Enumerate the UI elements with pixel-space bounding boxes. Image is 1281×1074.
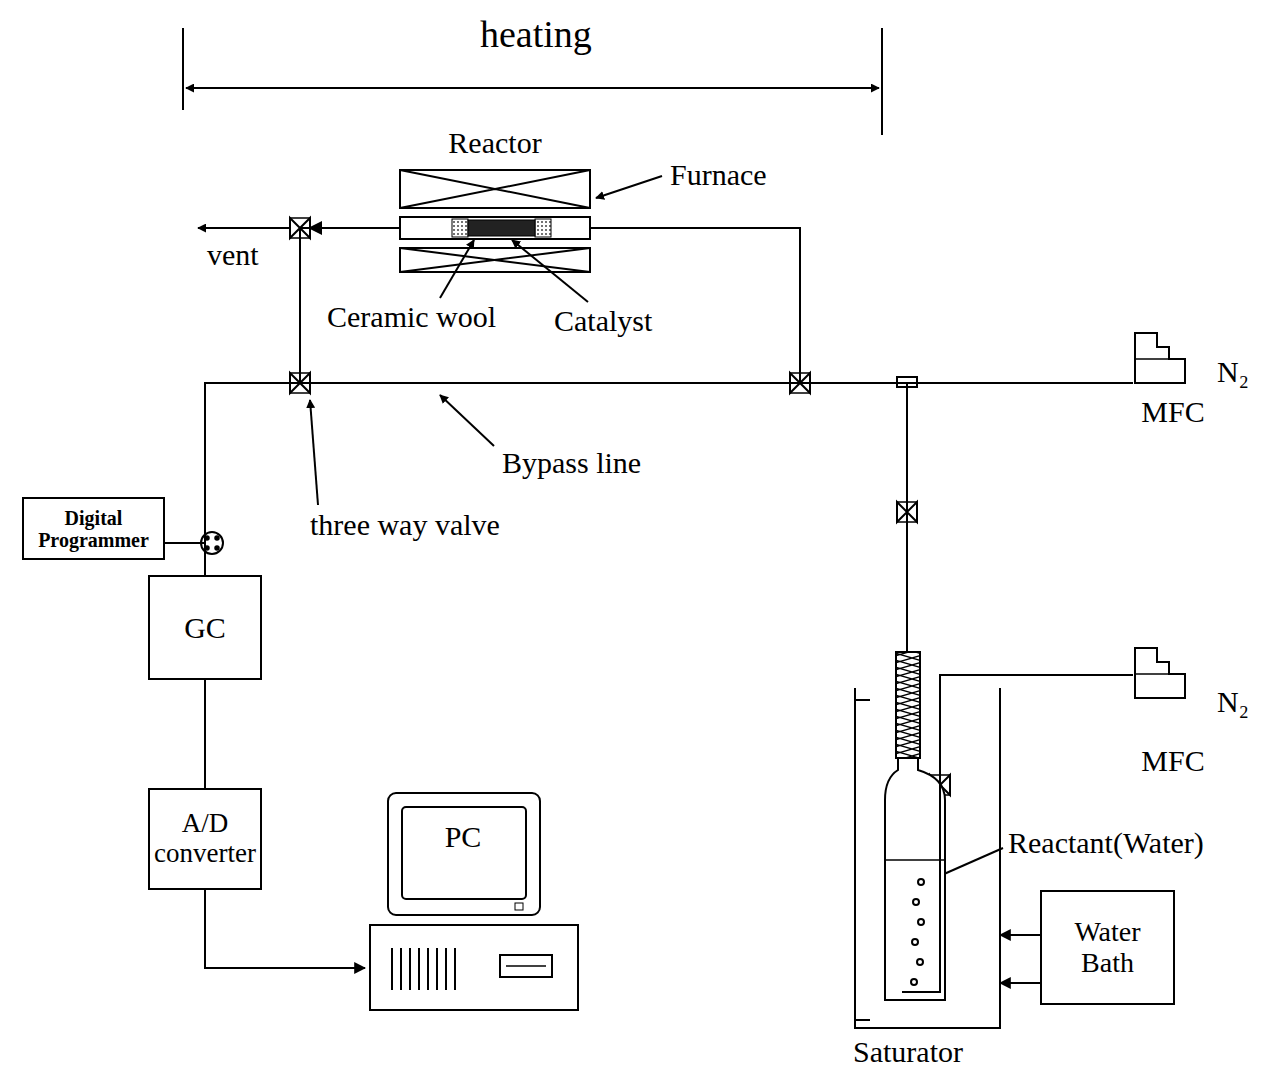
heating-bracket — [186, 87, 879, 89]
mfc-symbol — [1135, 333, 1185, 698]
mass-flow-controller: MFC N₂ — [1133, 325, 1262, 437]
node-text: N₂ — [1217, 685, 1249, 718]
leader-arrow — [198, 227, 290, 229]
furnace — [452, 219, 468, 237]
node-text: N₂ — [1217, 355, 1249, 388]
gc-box: GC — [148, 575, 262, 680]
saturator-drawing — [902, 675, 1000, 992]
node-text: Digital Programmer — [29, 507, 158, 551]
furnace — [400, 170, 590, 208]
furnace — [400, 248, 590, 272]
furnace — [400, 217, 590, 239]
gas-line — [205, 383, 907, 645]
saturator-node: Saturator — [850, 645, 1000, 1074]
leader-arrow — [198, 176, 1003, 878]
part-label: heating — [478, 14, 594, 56]
saturator-drawing — [918, 919, 924, 925]
furnace — [468, 220, 535, 236]
part-label: Catalyst — [552, 304, 654, 337]
computer — [506, 965, 546, 967]
sampling-valve — [215, 546, 219, 550]
furnace — [400, 170, 590, 208]
saturator-drawing — [917, 959, 923, 965]
saturator-drawing — [855, 688, 1000, 1028]
leader-arrow — [440, 240, 474, 298]
mass-flow-controller: MFC N₂ — [1133, 640, 1262, 782]
furnace — [400, 170, 590, 272]
computer-node: PC — [365, 790, 580, 1012]
gas-line — [205, 890, 365, 968]
part-label: vent — [205, 238, 261, 271]
computer — [515, 903, 523, 910]
part-label: Reactant(Water) — [1006, 826, 1206, 859]
computer — [402, 807, 526, 899]
node-text: Water Bath — [1047, 917, 1168, 979]
computer — [392, 948, 455, 990]
leader-arrow — [596, 176, 662, 198]
part-label: Furnace — [668, 158, 769, 191]
saturator-drawing — [885, 859, 945, 861]
reactor-furnace: Reactor — [400, 126, 590, 272]
node-text: A/D converter — [154, 809, 256, 868]
computer — [388, 793, 540, 915]
gas-line — [1000, 934, 1040, 936]
heating-bracket — [881, 28, 883, 135]
gas-line — [1000, 674, 1133, 676]
part-label: Ceramic wool — [325, 300, 498, 333]
saturator-drawing — [855, 645, 1000, 1028]
furnace — [535, 219, 551, 237]
saturator-drawing — [912, 939, 918, 945]
node-text: GC — [184, 611, 226, 644]
saturator-drawing — [918, 879, 924, 885]
furnace — [400, 248, 590, 272]
mfc-symbol — [1135, 648, 1185, 698]
leader-arrow — [440, 395, 494, 446]
saturator-drawing — [885, 758, 945, 1000]
saturator-drawing — [855, 700, 870, 1020]
converter-box: A/D converter — [148, 788, 262, 890]
gas-line — [1000, 982, 1040, 984]
saturator-drawing — [906, 645, 908, 652]
node-text: Reactor — [448, 126, 541, 159]
node-text: MFC — [1141, 744, 1204, 777]
saturator-drawing — [913, 899, 919, 905]
part-label: Bypass line — [500, 446, 643, 479]
valve-symbol — [290, 218, 950, 795]
computer — [370, 793, 578, 1010]
node-text: MFC — [1141, 395, 1204, 428]
gas-line — [165, 543, 205, 575]
water-bath-box: Water Bath — [1040, 890, 1175, 1005]
sampling-valve — [215, 536, 219, 540]
gas-line — [590, 228, 1133, 383]
gas-line — [590, 228, 907, 645]
computer — [500, 955, 552, 977]
gas-line — [205, 383, 1133, 575]
mfc-symbol — [1135, 333, 1185, 383]
heating-bracket — [182, 28, 184, 110]
programmer-box: Digital Programmer — [22, 497, 165, 560]
computer — [370, 925, 578, 1010]
saturator-drawing — [911, 979, 917, 985]
gas-line — [204, 680, 206, 788]
node-text: Saturator — [853, 1035, 963, 1068]
saturator-drawing — [896, 652, 920, 758]
leader-arrow — [512, 240, 588, 302]
node-text: PC — [445, 820, 482, 853]
part-label: three way valve — [308, 508, 502, 541]
leader-arrow — [310, 400, 318, 505]
